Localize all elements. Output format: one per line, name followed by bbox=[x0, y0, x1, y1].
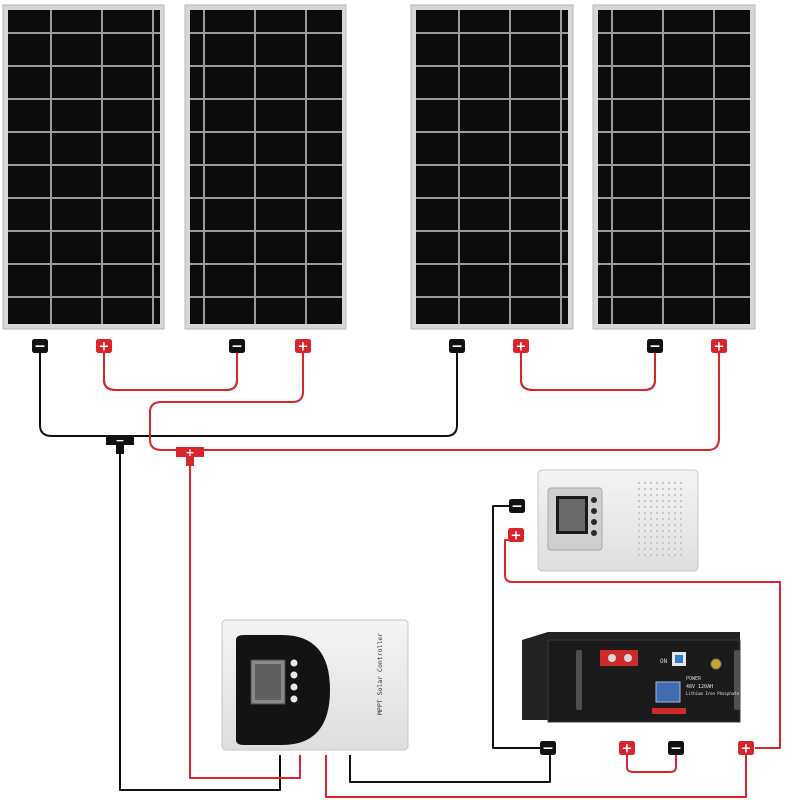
connector-battery-pos-2: + bbox=[738, 741, 754, 757]
connector-symbol: + bbox=[298, 340, 309, 355]
controller-side-label: MPPT Solar Controller bbox=[376, 633, 384, 715]
battery-model-label: 48V 120AH bbox=[686, 684, 713, 690]
connector-symbol: − bbox=[511, 499, 523, 515]
branch-connector-negative: − bbox=[106, 434, 134, 454]
wire-panel2-neg-to-panel1-pos bbox=[103, 352, 238, 391]
battery-switch-on-label: ON bbox=[660, 658, 668, 665]
battery-power-label: POWER bbox=[686, 676, 702, 682]
wire-battery-jumper bbox=[626, 752, 677, 773]
wire-inverter-neg-to-battery bbox=[492, 505, 548, 749]
connector-symbol: + bbox=[714, 340, 725, 355]
connector-symbol: + bbox=[99, 340, 110, 355]
connector-inverter-pos: + bbox=[508, 528, 524, 544]
wire-panel3-neg bbox=[126, 352, 458, 437]
wire-array-neg-to-controller bbox=[119, 446, 281, 791]
wire-panel4-neg-to-panel3-pos bbox=[520, 352, 656, 391]
connector-battery-neg-2: − bbox=[668, 741, 684, 757]
connector-battery-pos-1: + bbox=[619, 741, 635, 757]
connector-panel1-neg: − bbox=[32, 339, 48, 355]
wire-panel2-pos bbox=[149, 352, 304, 451]
positive-wires bbox=[103, 352, 781, 798]
wire-panel1-neg bbox=[39, 352, 116, 437]
connector-inverter-neg: − bbox=[509, 499, 525, 515]
connector-symbol: − bbox=[231, 339, 243, 355]
branch-connector-positive: + bbox=[176, 446, 204, 466]
connector-symbol: + bbox=[511, 529, 522, 544]
connector-panel2-neg: − bbox=[229, 339, 245, 355]
connector-panel3-neg: − bbox=[449, 339, 465, 355]
solar-panel-4 bbox=[592, 4, 756, 330]
connector-symbol: − bbox=[451, 339, 463, 355]
connector-symbol: − bbox=[649, 339, 661, 355]
connector-panel4-neg: − bbox=[647, 339, 663, 355]
wire-controller-neg-to-battery bbox=[349, 752, 551, 783]
wire-panel4-pos bbox=[196, 352, 720, 451]
svg-text:+: + bbox=[185, 446, 194, 459]
connector-battery-neg: − bbox=[540, 741, 556, 757]
solar-panel-2 bbox=[184, 4, 347, 330]
connector-panel2-pos: + bbox=[295, 339, 311, 355]
connector-panel4-pos: + bbox=[711, 339, 727, 355]
connector-panel1-pos: + bbox=[96, 339, 112, 355]
connector-symbol: + bbox=[741, 742, 752, 757]
wire-inverter-pos-to-battery bbox=[504, 539, 781, 749]
inverter-unit bbox=[537, 469, 699, 572]
connector-symbol: + bbox=[622, 742, 633, 757]
wire-array-pos-to-controller bbox=[189, 460, 301, 779]
connector-symbol: − bbox=[34, 339, 46, 355]
wire-panel1-pos-to-panel2-neg bbox=[103, 352, 238, 391]
svg-text:−: − bbox=[115, 434, 124, 447]
battery-rack: ON POWER 48V 120AH Lithium Iron Phosphat… bbox=[522, 632, 741, 723]
solar-panel-1 bbox=[2, 4, 165, 330]
wire-controller-pos-to-battery bbox=[325, 752, 747, 798]
solar-panel-3 bbox=[410, 4, 574, 330]
mppt-controller: MPPT Solar Controller bbox=[221, 619, 409, 751]
connector-symbol: − bbox=[670, 741, 682, 757]
connector-symbol: − bbox=[542, 741, 554, 757]
wire-panel3-pos-to-panel4-neg bbox=[520, 352, 656, 391]
connector-panel3-pos: + bbox=[513, 339, 529, 355]
connector-group: − + − + − + − + − + − + − + − + bbox=[32, 339, 754, 757]
battery-chem-label: Lithium Iron Phosphate bbox=[686, 691, 740, 696]
connector-symbol: + bbox=[516, 340, 527, 355]
